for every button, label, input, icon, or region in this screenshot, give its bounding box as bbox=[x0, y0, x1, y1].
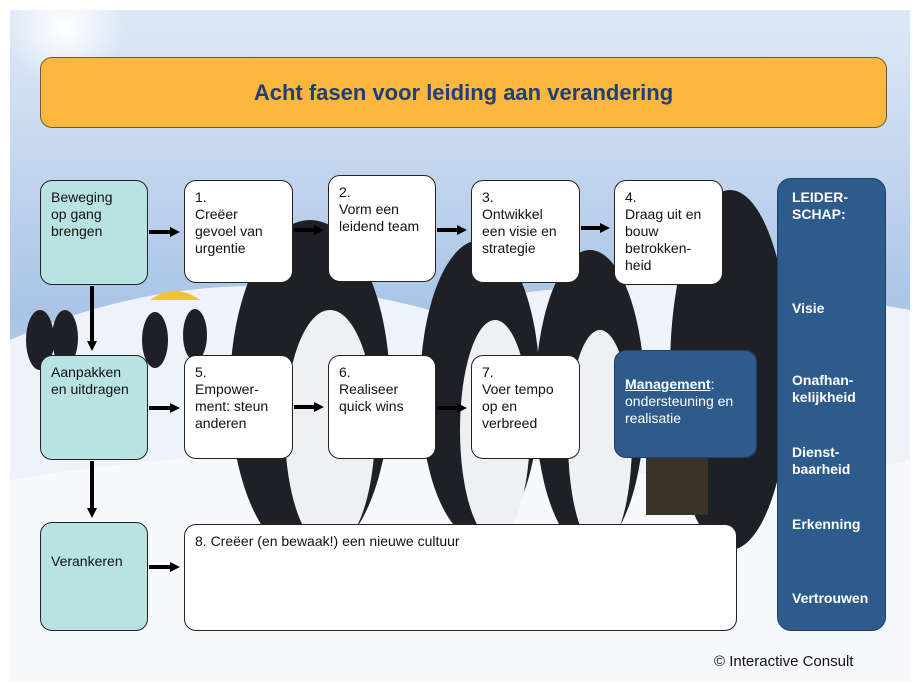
step-5-box: 5. Empower- ment: steun anderen bbox=[184, 355, 293, 459]
management-text: ondersteuning en realisatie bbox=[625, 393, 734, 426]
page-title: Acht fasen voor leiding aan verandering bbox=[40, 57, 887, 128]
step-2-box: 2. Vorm een leidend team bbox=[328, 175, 436, 282]
management-box: Management: ondersteuning en realisatie bbox=[614, 350, 757, 458]
step-6-box: 6. Realiseer quick wins bbox=[328, 355, 436, 459]
step-1-box: 1. Creëer gevoel van urgentie bbox=[184, 180, 293, 283]
step-3-box: 3. Ontwikkel een visie en strategie bbox=[471, 180, 580, 283]
management-colon: : bbox=[710, 376, 715, 392]
phase-box-1: Beweging op gang brengen bbox=[40, 180, 148, 285]
copyright-text: © Interactive Consult bbox=[714, 653, 854, 670]
leadership-item-erkenning: Erkenning bbox=[792, 516, 861, 532]
leadership-heading: LEIDER- SCHAP: bbox=[792, 189, 848, 222]
management-label: Management bbox=[625, 376, 711, 392]
phase-box-3: Verankeren bbox=[40, 522, 148, 631]
leadership-item-vertrouwen: Vertrouwen bbox=[792, 590, 869, 606]
step-8-box: 8. Creëer (en bewaak!) een nieuwe cultuu… bbox=[184, 524, 737, 631]
leadership-column: LEIDER- SCHAP: Visie Onafhan- kelijkheid… bbox=[777, 178, 886, 631]
leadership-item-dienstbaarheid: Dienst- baarheid bbox=[792, 444, 851, 477]
phase-box-2: Aanpakken en uitdragen bbox=[40, 355, 148, 460]
step-7-box: 7. Voer tempo op en verbreed bbox=[471, 355, 580, 459]
step-4-box: 4. Draag uit en bouw betrokken- heid bbox=[614, 180, 723, 285]
leadership-item-onafhankelijkheid: Onafhan- kelijkheid bbox=[792, 372, 856, 405]
leadership-item-visie: Visie bbox=[792, 300, 825, 316]
